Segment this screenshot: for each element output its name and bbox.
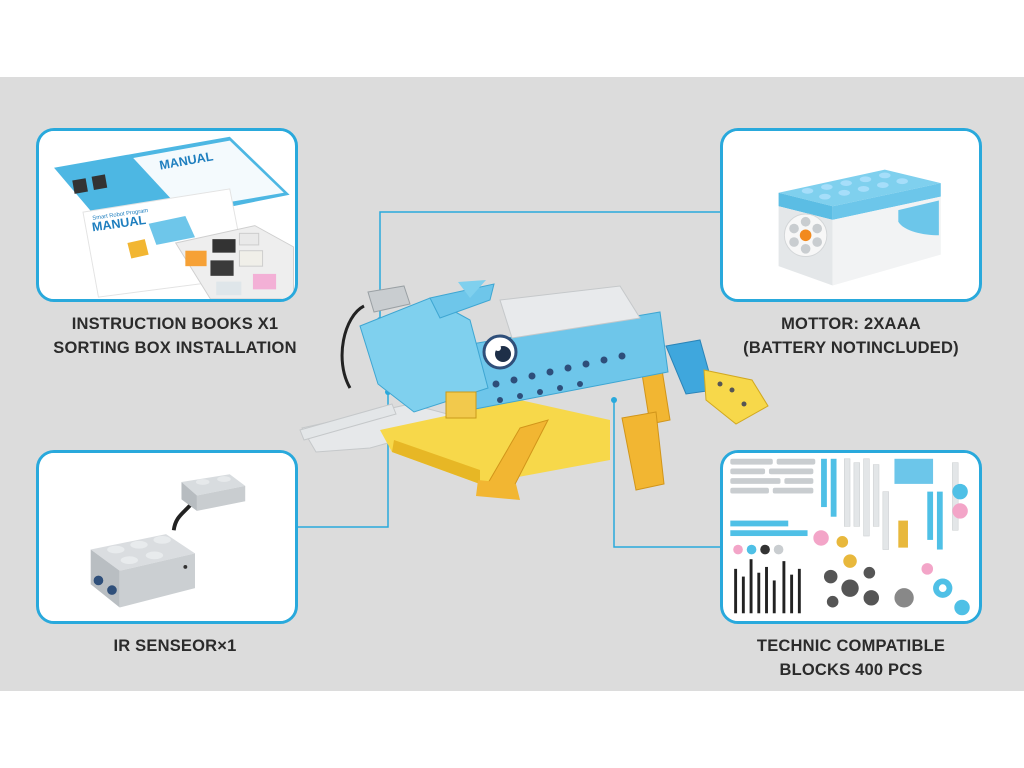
motor-caption-line-1: MOTTOR: 2XAAA	[781, 315, 921, 333]
manual-booklet-illustration: MANUAL Smart Robot Program MANUAL	[40, 131, 294, 299]
motor-caption-line-2: (BATTERY NOTINCLUDED)	[743, 339, 959, 357]
blocks-caption-line-2: BLOCKS 400 PCS	[779, 661, 923, 679]
sensor-caption-line-1: IR SENSEOR×1	[113, 637, 237, 655]
blocks-caption: TECHNIC COMPATIBLE BLOCKS 400 PCS	[706, 634, 996, 682]
instruction-books-caption: INSTRUCTION BOOKS X1 SORTING BOX INSTALL…	[30, 312, 320, 360]
ir-sensor-card	[36, 450, 298, 624]
motor-caption: MOTTOR: 2XAAA (BATTERY NOTINCLUDED)	[706, 312, 996, 360]
robot-head-sensor	[367, 285, 411, 313]
blocks-parts-illustration	[724, 453, 978, 621]
motor-card	[720, 128, 982, 302]
connector-instruction-motor	[379, 211, 722, 320]
robot-tongue	[299, 403, 397, 441]
ir-sensor-caption: IR SENSEOR×1	[30, 634, 320, 658]
robot-tail-yellow	[703, 369, 769, 425]
instruction-books-card: MANUAL Smart Robot Program MANUAL	[36, 128, 298, 302]
instruction-caption-line-2: SORTING BOX INSTALLATION	[53, 339, 297, 357]
robot-yellow-gear	[445, 391, 477, 419]
instruction-caption-line-1: INSTRUCTION BOOKS X1	[71, 315, 279, 333]
motor-illustration	[724, 131, 978, 299]
blocks-caption-line-1: TECHNIC COMPATIBLE	[756, 637, 946, 655]
ir-sensor-illustration	[40, 453, 294, 621]
connector-dot-wheel	[611, 397, 617, 403]
connector-blocks	[613, 400, 722, 548]
blocks-card	[720, 450, 982, 624]
